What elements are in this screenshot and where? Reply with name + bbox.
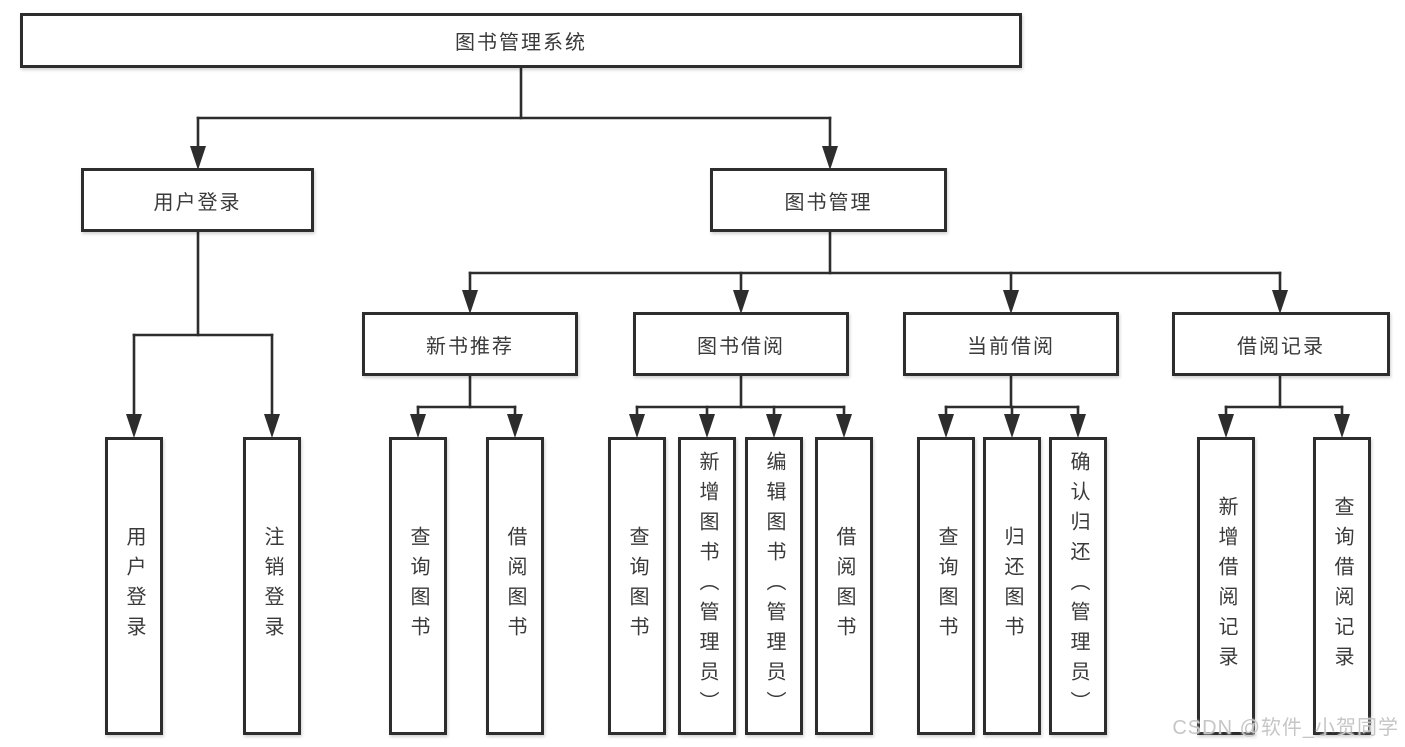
leaf-user-login-label: 用户登录 (123, 526, 145, 646)
leaf-return-book-label: 归还图书 (1001, 526, 1023, 646)
node-book-management: 图书管理 (710, 168, 947, 232)
node-book-borrow: 图书借阅 (633, 312, 849, 376)
leaf-edit-book-admin-label: 编辑图书（管理员） (763, 451, 785, 721)
connector-root (190, 64, 838, 170)
leaf-add-book-admin: 新增图书（管理员） (678, 437, 736, 735)
node-user-login: 用户登录 (81, 168, 314, 232)
leaf-query-book-recommend-label: 查询图书 (407, 526, 429, 646)
leaf-query-borrow-record: 查询借阅记录 (1313, 437, 1371, 735)
leaf-add-book-admin-label: 新增图书（管理员） (696, 451, 718, 721)
node-new-book-recommend-label: 新书推荐 (426, 335, 514, 358)
node-current-borrow-label: 当前借阅 (967, 335, 1055, 358)
leaf-add-borrow-record: 新增借阅记录 (1197, 437, 1255, 735)
node-root-label: 图书管理系统 (455, 32, 587, 54)
leaf-query-book-recommend: 查询图书 (389, 437, 447, 735)
connector-user-login (126, 228, 280, 438)
node-user-login-label: 用户登录 (153, 191, 242, 214)
node-borrow-records: 借阅记录 (1172, 312, 1390, 376)
connector-book-borrow (629, 372, 852, 438)
leaf-edit-book-admin: 编辑图书（管理员） (745, 437, 803, 735)
csdn-watermark: CSDN @软件_小贺同学 (1172, 717, 1399, 739)
node-book-management-label: 图书管理 (784, 191, 873, 214)
leaf-logout-label: 注销登录 (261, 526, 283, 646)
leaf-query-book-current-label: 查询图书 (935, 526, 957, 646)
connector-borrow-records (1218, 372, 1350, 438)
leaf-confirm-return-admin-label: 确认归还（管理员） (1067, 451, 1089, 721)
connector-current-borrow (938, 372, 1086, 438)
connector-book-management (462, 228, 1288, 314)
leaf-borrow-book-recommend-label: 借阅图书 (504, 526, 526, 646)
leaf-confirm-return-admin: 确认归还（管理员） (1049, 437, 1107, 735)
node-root-system: 图书管理系统 (20, 13, 1022, 68)
leaf-return-book: 归还图书 (983, 437, 1041, 735)
node-current-borrow: 当前借阅 (903, 312, 1119, 376)
leaf-add-borrow-record-label: 新增借阅记录 (1215, 496, 1237, 676)
leaf-borrow-book-label: 借阅图书 (833, 526, 855, 646)
node-new-book-recommend: 新书推荐 (362, 312, 578, 376)
leaf-query-borrow-record-label: 查询借阅记录 (1331, 496, 1353, 676)
leaf-borrow-book-recommend: 借阅图书 (486, 437, 544, 735)
leaf-query-book-borrow: 查询图书 (608, 437, 666, 735)
leaf-query-book-borrow-label: 查询图书 (626, 526, 648, 646)
node-borrow-records-label: 借阅记录 (1237, 335, 1325, 358)
leaf-borrow-book: 借阅图书 (815, 437, 873, 735)
leaf-user-login: 用户登录 (105, 437, 163, 735)
node-book-borrow-label: 图书借阅 (697, 335, 785, 358)
leaf-logout: 注销登录 (243, 437, 301, 735)
connector-new-book-recommend (410, 372, 523, 438)
leaf-query-book-current: 查询图书 (917, 437, 975, 735)
